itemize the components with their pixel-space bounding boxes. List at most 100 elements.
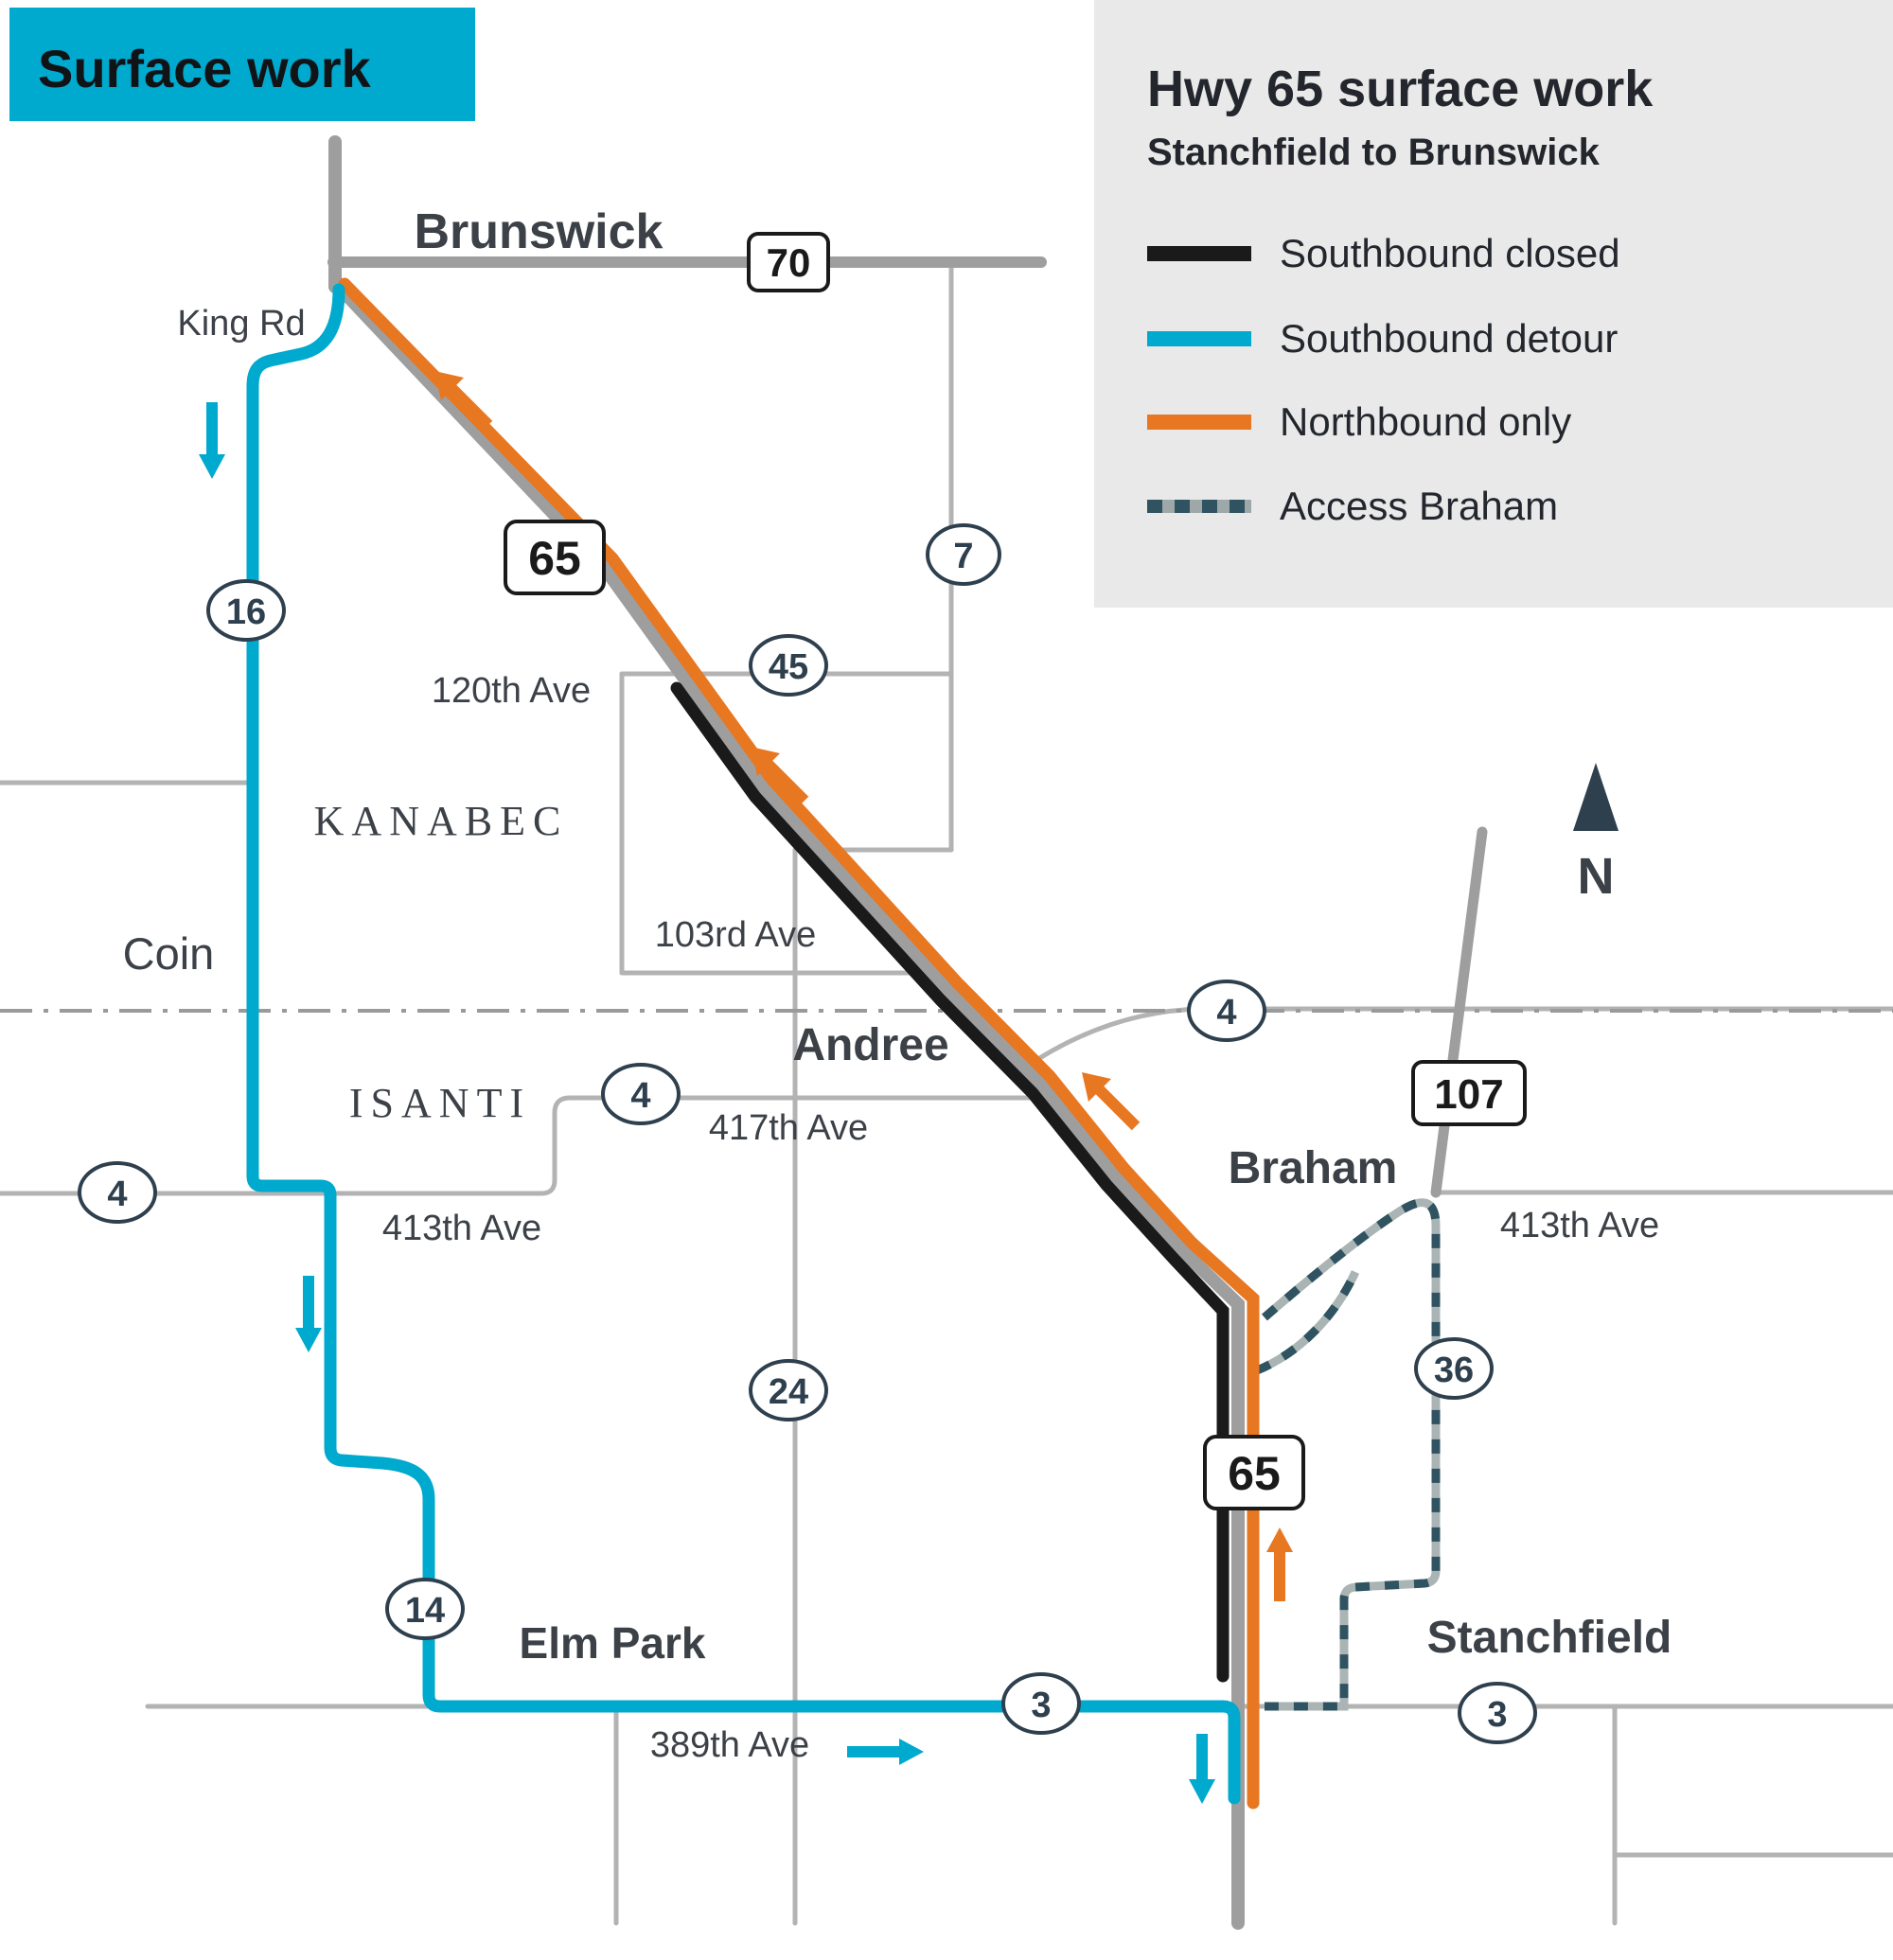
shield-hwy-65-north-box (504, 520, 606, 595)
northbound-arrow-3 (1093, 1084, 1141, 1131)
label-brunswick: Brunswick (415, 204, 663, 259)
shield-hwy-107: 107 (1411, 1060, 1527, 1126)
shield-county-3-east-box (1458, 1682, 1537, 1744)
legend-item-access-braham: Access Braham (1147, 484, 1558, 528)
label-stanchfield: Stanchfield (1427, 1613, 1672, 1663)
north-label: N (1578, 848, 1615, 905)
northbound-arrowhead-3 (1082, 1072, 1111, 1102)
label-braham: Braham (1229, 1143, 1398, 1193)
shield-hwy-65-south-label: 65 (1228, 1447, 1281, 1500)
shield-hwy-107-box (1411, 1060, 1527, 1126)
shield-county-45-box (749, 634, 828, 697)
legend-item-southbound-detour: Southbound detour (1147, 316, 1618, 361)
legend-item-northbound-only: Northbound only (1147, 399, 1571, 444)
shield-county-3-mid: 3 (1001, 1672, 1081, 1735)
label-kanabec-county: KANABEC (314, 798, 569, 844)
shield-county-4-west-box (78, 1161, 157, 1224)
southbound-detour-route (246, 283, 1241, 1805)
north-arrow-icon (1573, 763, 1619, 831)
northbound-arrowhead-2 (751, 747, 780, 776)
shield-county-4-east-label: 4 (1216, 993, 1236, 1033)
shield-county-3-east-label: 3 (1487, 1695, 1507, 1735)
shield-county-36-box (1414, 1337, 1494, 1400)
northbound-arrow-1 (446, 382, 493, 430)
shield-county-3-east: 3 (1458, 1682, 1537, 1744)
legend-label-northbound: Northbound only (1280, 399, 1571, 444)
access-braham-dashes (1255, 1198, 1441, 1711)
label-120th-ave: 120th Ave (432, 671, 591, 711)
legend-label-access: Access Braham (1280, 484, 1558, 528)
title-banner: Surface work (9, 8, 475, 121)
legend-label-closed: Southbound closed (1280, 231, 1620, 275)
shield-county-36-label: 36 (1434, 1351, 1474, 1390)
shield-county-16: 16 (206, 579, 286, 642)
shield-hwy-70-label: 70 (767, 240, 811, 285)
north-indicator: N (1573, 763, 1619, 905)
shield-hwy-107-label: 107 (1434, 1071, 1503, 1118)
shield-county-24-label: 24 (769, 1372, 808, 1412)
label-413th-ave-west: 413th Ave (382, 1209, 541, 1248)
shield-county-45-label: 45 (769, 647, 808, 687)
road-bottom-right (1612, 1704, 1893, 1926)
northbound-arrowhead-1 (434, 371, 464, 400)
shield-county-24: 24 (749, 1359, 828, 1421)
detour-arrowhead-down-3 (1189, 1779, 1215, 1804)
label-andree: Andree (792, 1020, 948, 1070)
northbound-only-route (338, 277, 1260, 1810)
shield-hwy-65-north-label: 65 (528, 532, 581, 585)
legend-label-detour: Southbound detour (1280, 316, 1618, 361)
shield-county-45: 45 (749, 634, 828, 697)
legend-subtitle: Stanchfield to Brunswick (1147, 132, 1601, 173)
detour-arrowhead-down-2 (295, 1328, 322, 1352)
southbound-closed-route (670, 681, 1230, 1683)
label-coin: Coin (123, 928, 215, 979)
legend-title: Hwy 65 surface work (1147, 61, 1654, 117)
shield-county-4-mid-box (601, 1063, 681, 1125)
label-isanti-county: ISANTI (349, 1080, 531, 1126)
shield-county-14-label: 14 (405, 1591, 445, 1631)
access-braham-route (1255, 1198, 1441, 1711)
shield-county-4-mid: 4 (601, 1063, 681, 1125)
shield-county-4-west-label: 4 (107, 1174, 127, 1214)
label-king-rd: King Rd (177, 304, 305, 344)
shield-hwy-70: 70 (747, 232, 830, 292)
shield-county-16-label: 16 (226, 592, 266, 632)
title-banner-box (9, 8, 475, 121)
detour-arrows (199, 402, 1215, 1804)
title-banner-label: Surface work (38, 39, 372, 98)
shield-hwy-70-box (747, 232, 830, 292)
label-103rd-ave: 103rd Ave (655, 915, 816, 955)
shield-county-14: 14 (385, 1578, 465, 1640)
northbound-arrow-2 (762, 758, 809, 805)
northbound-arrows (434, 371, 1293, 1601)
major-roads (327, 135, 1488, 1930)
shield-county-4-mid-label: 4 (630, 1076, 650, 1116)
legend-item-southbound-closed: Southbound closed (1147, 231, 1620, 275)
shield-county-14-box (385, 1578, 465, 1640)
map-labels: Brunswick King Rd 120th Ave KANABEC 103r… (123, 204, 1672, 1765)
shield-county-3-mid-label: 3 (1031, 1686, 1051, 1725)
shield-county-4-west: 4 (78, 1161, 157, 1224)
legend: Hwy 65 surface work Stanchfield to Bruns… (1094, 0, 1893, 608)
shield-hwy-65-north: 65 (504, 520, 606, 595)
hwy-65-line (332, 280, 1245, 1930)
label-417th-ave: 417th Ave (709, 1108, 868, 1148)
shield-county-7-box (926, 523, 1001, 586)
label-389th-ave: 389th Ave (650, 1725, 809, 1765)
shield-hwy-65-south-box (1203, 1435, 1305, 1510)
shield-hwy-65-south: 65 (1203, 1435, 1305, 1510)
detour-arrowhead-right (899, 1739, 924, 1765)
shield-county-7-label: 7 (953, 537, 973, 576)
shield-county-4-east-box (1187, 980, 1266, 1042)
shield-county-7: 7 (926, 523, 1001, 586)
shield-county-4-east: 4 (1187, 980, 1266, 1042)
label-413th-ave-east: 413th Ave (1500, 1206, 1659, 1245)
braham-107-road (1430, 826, 1488, 1198)
shield-county-36: 36 (1414, 1337, 1494, 1400)
route-shields: 70 65 107 65 16 7 45 4 (78, 232, 1537, 1744)
shield-county-16-box (206, 579, 286, 642)
shield-county-24-box (749, 1359, 828, 1421)
northbound-arrowhead-4 (1266, 1527, 1293, 1552)
